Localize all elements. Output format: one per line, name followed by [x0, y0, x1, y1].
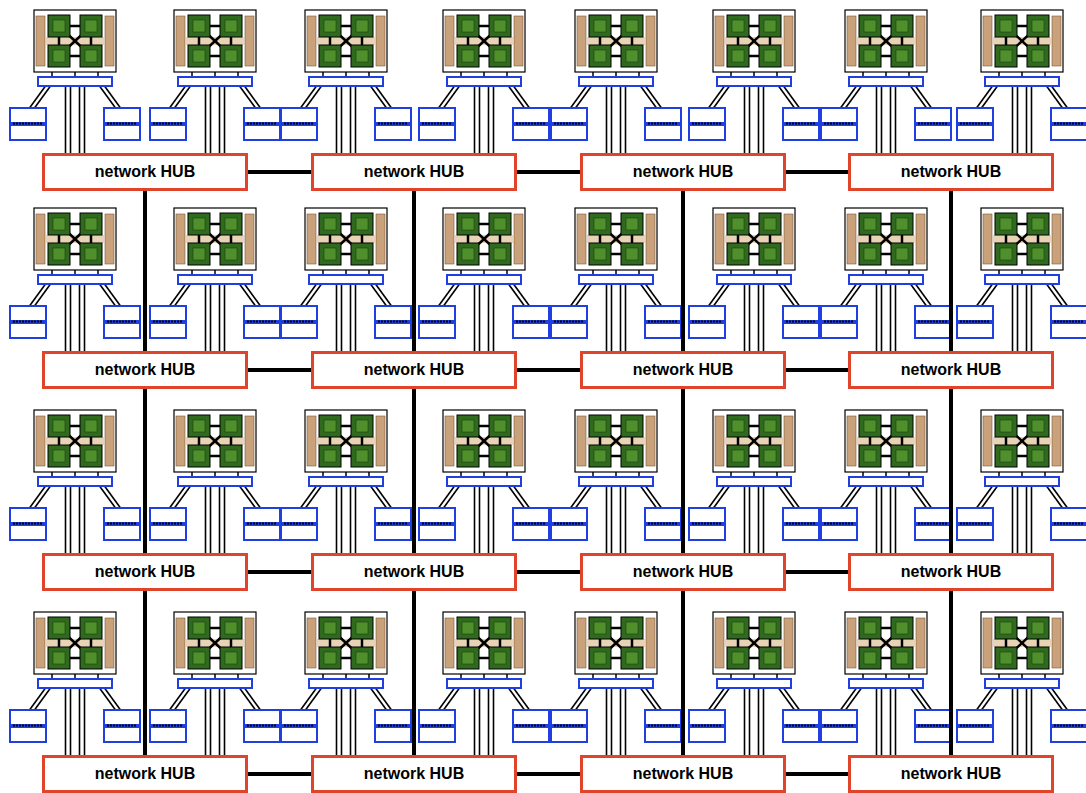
compute-cluster	[281, 208, 411, 351]
network-hub: network HUB	[848, 153, 1054, 191]
compute-cluster	[281, 410, 411, 553]
hub-label: network HUB	[364, 765, 464, 783]
network-hub: network HUB	[311, 351, 517, 389]
network-link	[949, 191, 953, 351]
network-link	[248, 170, 311, 174]
compute-cluster	[419, 208, 549, 351]
compute-cluster	[551, 410, 681, 553]
hub-label: network HUB	[95, 765, 195, 783]
network-link	[786, 170, 848, 174]
compute-cluster	[551, 208, 681, 351]
hub-label: network HUB	[364, 563, 464, 581]
hub-label: network HUB	[364, 361, 464, 379]
compute-cluster	[957, 612, 1086, 755]
network-link	[681, 191, 685, 351]
network-link	[517, 170, 580, 174]
compute-cluster	[689, 10, 819, 153]
hub-label: network HUB	[901, 163, 1001, 181]
network-link	[949, 389, 953, 553]
network-link	[143, 191, 147, 351]
hub-label: network HUB	[633, 361, 733, 379]
compute-cluster	[150, 612, 280, 755]
compute-cluster	[689, 208, 819, 351]
compute-cluster	[821, 10, 951, 153]
network-hub: network HUB	[42, 553, 248, 591]
network-link	[517, 772, 580, 776]
hub-label: network HUB	[95, 163, 195, 181]
compute-cluster	[551, 612, 681, 755]
network-link	[786, 772, 848, 776]
compute-cluster	[551, 10, 681, 153]
compute-cluster	[10, 410, 140, 553]
network-hub: network HUB	[42, 351, 248, 389]
network-hub: network HUB	[580, 553, 786, 591]
network-link	[412, 591, 416, 755]
network-link	[143, 591, 147, 755]
network-link	[786, 368, 848, 372]
network-link	[412, 389, 416, 553]
compute-cluster	[150, 10, 280, 153]
network-hub: network HUB	[848, 553, 1054, 591]
network-hub: network HUB	[580, 351, 786, 389]
compute-cluster	[957, 10, 1086, 153]
compute-cluster	[419, 410, 549, 553]
network-hub: network HUB	[42, 755, 248, 793]
compute-cluster	[281, 612, 411, 755]
network-link	[517, 570, 580, 574]
compute-cluster	[957, 208, 1086, 351]
network-link	[681, 591, 685, 755]
compute-cluster	[10, 10, 140, 153]
compute-cluster	[821, 612, 951, 755]
hub-label: network HUB	[95, 563, 195, 581]
network-hub: network HUB	[580, 153, 786, 191]
compute-cluster	[689, 612, 819, 755]
hub-label: network HUB	[901, 563, 1001, 581]
network-link	[949, 591, 953, 755]
compute-cluster	[281, 10, 411, 153]
hub-label: network HUB	[364, 163, 464, 181]
compute-cluster	[150, 410, 280, 553]
network-hub: network HUB	[311, 755, 517, 793]
network-link	[248, 772, 311, 776]
network-link	[143, 389, 147, 553]
network-link	[248, 368, 311, 372]
compute-cluster	[10, 208, 140, 351]
compute-cluster	[419, 10, 549, 153]
hub-label: network HUB	[633, 563, 733, 581]
hub-label: network HUB	[95, 361, 195, 379]
compute-cluster	[821, 410, 951, 553]
network-hub: network HUB	[311, 153, 517, 191]
compute-cluster	[821, 208, 951, 351]
hub-label: network HUB	[633, 163, 733, 181]
compute-cluster	[419, 612, 549, 755]
network-link	[681, 389, 685, 553]
network-hub: network HUB	[311, 553, 517, 591]
hub-label: network HUB	[901, 361, 1001, 379]
network-link	[412, 191, 416, 351]
compute-cluster	[10, 612, 140, 755]
compute-cluster	[150, 208, 280, 351]
network-link	[786, 570, 848, 574]
network-hub: network HUB	[580, 755, 786, 793]
hub-label: network HUB	[633, 765, 733, 783]
network-link	[248, 570, 311, 574]
compute-cluster	[689, 410, 819, 553]
compute-cluster	[957, 410, 1086, 553]
network-link	[517, 368, 580, 372]
network-hub: network HUB	[848, 351, 1054, 389]
network-hub: network HUB	[42, 153, 248, 191]
hub-label: network HUB	[901, 765, 1001, 783]
network-hub: network HUB	[848, 755, 1054, 793]
